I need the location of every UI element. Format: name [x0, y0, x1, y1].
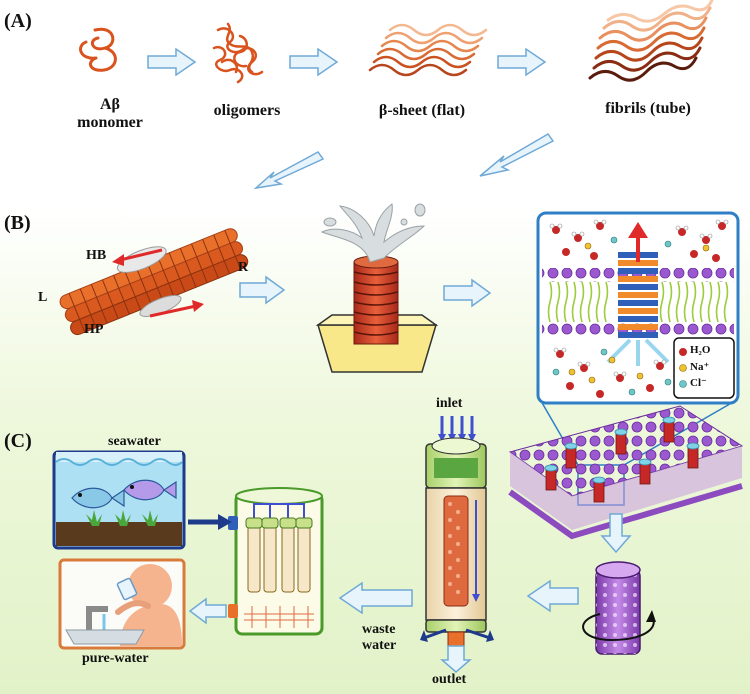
- label-oligomers: oligomers: [213, 102, 281, 119]
- label-inlet: inlet: [436, 396, 463, 411]
- arrow-hb-direction: [112, 248, 163, 266]
- arrow-oligomers-to-panel-b: [253, 151, 325, 190]
- panel-label-a: (A): [4, 10, 32, 32]
- panel-label-c: (C): [4, 430, 32, 452]
- membrane-zoom-box: [536, 211, 740, 405]
- label-hp: HP: [84, 322, 104, 337]
- arrow-seawater-to-rack: [188, 514, 232, 530]
- membrane-sheet-icon: [508, 405, 744, 540]
- label-outlet: outlet: [432, 672, 467, 687]
- label-beta-sheet: β-sheet (flat): [378, 102, 466, 119]
- arrow-monomer-to-oligomers: [147, 47, 197, 77]
- monomer-icon: [79, 27, 117, 72]
- sodium-legend-icon: [679, 364, 687, 372]
- fibrils-icon: [588, 0, 714, 82]
- arrow-hp-direction: [149, 300, 204, 318]
- label-fibrils: fibrils (tube): [605, 100, 691, 117]
- label-waste-line2: water: [362, 638, 397, 653]
- seawater-tank-icon: [52, 450, 186, 550]
- arrow-fibrils-to-panel-b: [479, 133, 555, 177]
- label-hb: HB: [86, 248, 107, 263]
- label-l: L: [38, 290, 48, 305]
- filtration-module-icon: [420, 416, 494, 673]
- cartridge-rack-icon: [228, 487, 324, 636]
- label-seawater: seawater: [108, 434, 161, 449]
- rolled-membrane-icon: [582, 561, 656, 655]
- arrow-membrane-to-roll: [600, 513, 632, 554]
- fountain-tube-icon: [315, 203, 439, 373]
- beta-sheet-icon: [368, 23, 488, 77]
- arrow-module-to-rack: [338, 581, 413, 615]
- legend-chloride-label: Cl⁻: [690, 377, 707, 389]
- pure-water-scene-icon: [58, 558, 186, 650]
- arrow-bundle-to-fountain: [239, 275, 286, 305]
- label-r: R: [238, 260, 249, 275]
- label-waste-line1: waste: [362, 622, 396, 637]
- label-monomer-line1: Aβ: [100, 96, 120, 113]
- label-monomer-line2: monomer: [77, 114, 143, 131]
- arrow-sheet-to-fibrils: [497, 47, 547, 77]
- arrow-fountain-to-membrane: [443, 278, 492, 308]
- molecule-scatter: [549, 219, 729, 398]
- label-pure-water: pure-water: [82, 651, 149, 666]
- molecule-legend: [673, 337, 735, 399]
- arrow-rack-to-pure-water: [188, 597, 227, 625]
- nanotube-bundle-icon: [59, 228, 249, 336]
- legend-sodium-label: Na⁺: [690, 361, 710, 373]
- legend-water-label: H₂O: [690, 344, 711, 356]
- arrow-roll-to-module: [526, 579, 579, 613]
- water-legend-icon: [679, 348, 687, 356]
- oligomers-icon: [212, 22, 264, 84]
- panel-label-b: (B): [4, 212, 31, 234]
- arrow-oligomers-to-sheet: [289, 47, 339, 77]
- chloride-legend-icon: [679, 380, 687, 388]
